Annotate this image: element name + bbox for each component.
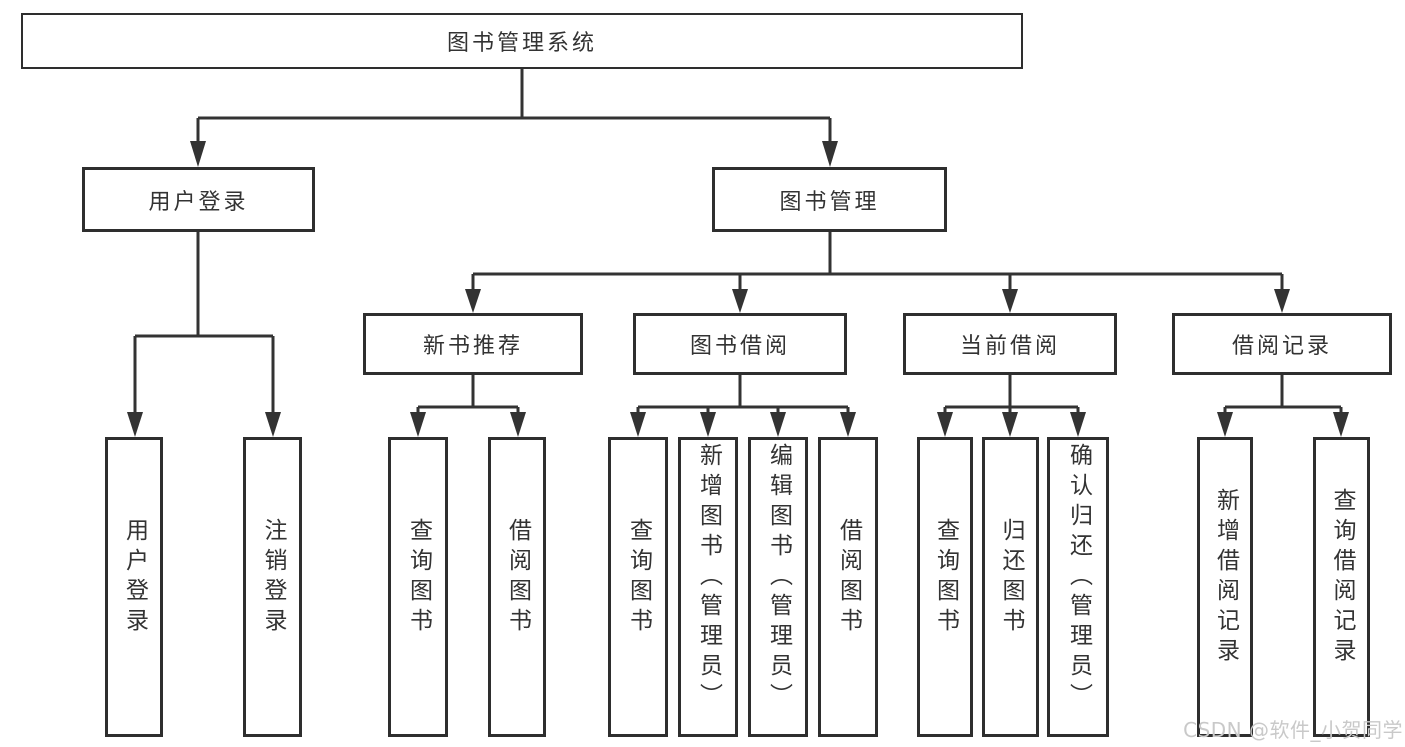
- leaf-return-book-label: 归还图书: [998, 518, 1024, 638]
- leaf-edit-book-admin-label: 编辑图书（管理员）: [765, 443, 792, 713]
- connector-book-management-to-level3: [471, 232, 1284, 291]
- leaf-confirm-return-admin: 确认归还（管理员）: [1047, 437, 1109, 737]
- arrowhead-current-borrow: [1002, 289, 1018, 313]
- arrowhead-book-borrow: [732, 289, 748, 313]
- node-book-borrowing-label: 图书借阅: [689, 334, 790, 359]
- arrowhead-leaf-query-books-2: [630, 412, 646, 437]
- arrowhead-leaf-add-record: [1217, 412, 1233, 437]
- leaf-user-login-label: 用户登录: [121, 518, 148, 638]
- leaf-add-borrow-record-label: 新增借阅记录: [1212, 488, 1239, 668]
- arrowhead-borrow-records: [1274, 289, 1290, 313]
- csdn-watermark: CSDN @软件_小贺同学: [1183, 718, 1403, 742]
- node-user-login: 用户登录: [82, 167, 315, 232]
- arrowhead-leaf-borrow-books-2: [840, 412, 856, 437]
- connector-current-borrow-group: [943, 375, 1080, 414]
- node-user-login-label: 用户登录: [148, 189, 249, 215]
- leaf-query-borrow-record: 查询借阅记录: [1313, 437, 1370, 737]
- leaf-borrow-books-2: 借阅图书: [818, 437, 878, 737]
- leaf-query-borrow-record-label: 查询借阅记录: [1329, 488, 1355, 668]
- leaf-query-books-1-label: 查询图书: [405, 518, 432, 638]
- leaf-logout: 注销登录: [243, 437, 302, 737]
- node-new-book-recommend-label: 新书推荐: [422, 334, 523, 359]
- leaf-borrow-books-1-label: 借阅图书: [504, 518, 531, 638]
- leaf-query-books-3-label: 查询图书: [932, 518, 959, 638]
- node-book-management: 图书管理: [712, 167, 947, 232]
- leaf-add-book-admin: 新增图书（管理员）: [678, 437, 738, 737]
- leaf-borrow-books-2-label: 借阅图书: [835, 518, 862, 638]
- connector-borrow-records-group: [1223, 375, 1343, 414]
- node-root: 图书管理系统: [21, 13, 1023, 69]
- connector-user-login-group: [133, 232, 275, 414]
- leaf-add-book-admin-label: 新增图书（管理员）: [695, 443, 722, 713]
- leaf-return-book: 归还图书: [982, 437, 1039, 737]
- arrowhead-leaf-return-book: [1002, 412, 1018, 437]
- node-current-borrowing-label: 当前借阅: [959, 334, 1060, 359]
- arrowhead-leaf-query-books-3: [937, 412, 953, 437]
- arrowhead-book-management: [822, 141, 838, 167]
- leaf-add-borrow-record: 新增借阅记录: [1197, 437, 1253, 737]
- leaf-user-login: 用户登录: [105, 437, 163, 737]
- node-book-borrowing: 图书借阅: [633, 313, 847, 375]
- arrowhead-leaf-logout: [265, 412, 281, 437]
- connector-root-to-level2: [196, 69, 832, 146]
- leaf-confirm-return-admin-label: 确认归还（管理员）: [1065, 443, 1092, 713]
- leaf-edit-book-admin: 编辑图书（管理员）: [748, 437, 808, 737]
- node-borrowing-records: 借阅记录: [1172, 313, 1392, 375]
- arrowhead-leaf-add-book: [700, 412, 716, 437]
- arrowhead-user-login: [190, 141, 206, 167]
- leaf-logout-label: 注销登录: [260, 518, 286, 638]
- node-borrowing-records-label: 借阅记录: [1231, 334, 1332, 359]
- leaf-query-books-1: 查询图书: [388, 437, 448, 737]
- arrowhead-leaf-borrow-books-1: [510, 412, 526, 437]
- leaf-borrow-books-1: 借阅图书: [488, 437, 546, 737]
- leaf-query-books-3: 查询图书: [917, 437, 973, 737]
- arrowhead-leaf-query-books-1: [410, 412, 426, 437]
- node-root-label: 图书管理系统: [446, 31, 597, 56]
- leaf-query-books-2: 查询图书: [608, 437, 668, 737]
- connector-book-borrow-group: [636, 375, 850, 414]
- leaf-query-books-2-label: 查询图书: [625, 518, 652, 638]
- arrowhead-leaf-confirm-return: [1070, 412, 1086, 437]
- node-current-borrowing: 当前借阅: [903, 313, 1117, 375]
- arrowhead-leaf-edit-book: [770, 412, 786, 437]
- arrowhead-new-book-rec: [465, 289, 481, 313]
- arrowhead-leaf-query-record: [1333, 412, 1349, 437]
- arrowhead-leaf-user-login: [127, 412, 143, 437]
- node-book-management-label: 图书管理: [779, 189, 880, 215]
- node-new-book-recommend: 新书推荐: [363, 313, 583, 375]
- connector-new-book-rec-group: [416, 375, 520, 414]
